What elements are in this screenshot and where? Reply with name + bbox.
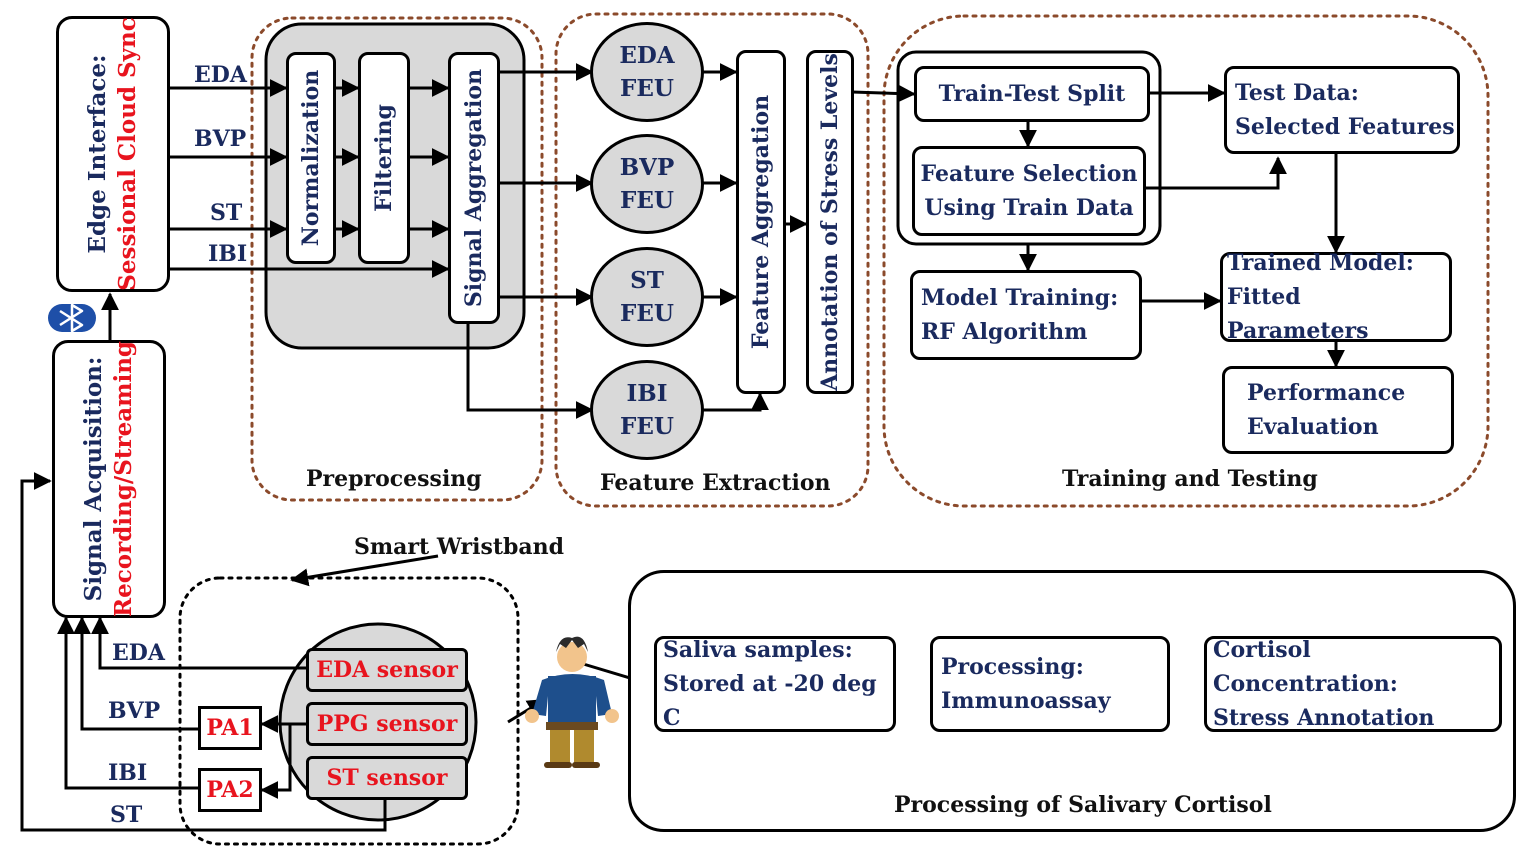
feu-name: EDA: [619, 42, 675, 69]
eda-sensor-box: EDA sensor: [306, 648, 468, 692]
feature-selection-line1: Feature Selection: [920, 161, 1138, 187]
wrist-label-ibi: IBI: [108, 760, 148, 786]
filtering-block: Filtering: [358, 52, 410, 264]
bluetooth-icon: [48, 303, 96, 333]
feu-unit: FEU: [620, 300, 674, 327]
feu-circle-bvp: BVP FEU: [590, 134, 704, 234]
signal-label-ibi: IBI: [208, 241, 248, 267]
test-data-line2: Selected Features: [1235, 114, 1455, 140]
feu-unit: FEU: [620, 413, 674, 440]
signal-aggregation-label: Signal Aggregation: [461, 68, 487, 308]
model-training-line1: Model Training:: [921, 285, 1119, 311]
pa1-box: PA1: [198, 706, 262, 750]
cortisol-caption: Processing of Salivary Cortisol: [894, 792, 1272, 818]
feu-circle-eda: EDA FEU: [590, 22, 704, 122]
preprocessing-caption: Preprocessing: [306, 466, 482, 492]
person-icon: [525, 636, 619, 768]
wrist-label-st: ST: [110, 802, 143, 828]
feu-unit: FEU: [620, 187, 674, 214]
immunoassay-line2: Immunoassay: [941, 688, 1111, 714]
edge-interface-box: Edge Interface: Sessional Cloud Sync: [56, 16, 170, 292]
cortisol-concentration-line2: Stress Annotation: [1213, 705, 1435, 731]
performance-evaluation-box: Performance Evaluation: [1222, 366, 1454, 454]
training-testing-caption: Training and Testing: [1062, 466, 1318, 492]
feature-aggregation-block: Feature Aggregation: [736, 50, 786, 394]
train-test-split-box: Train-Test Split: [914, 66, 1150, 122]
pa2-label: PA2: [206, 777, 254, 803]
feu-name: BVP: [619, 154, 675, 181]
trained-model-line2: Fitted Parameters: [1227, 284, 1369, 344]
stress-annotation-block: Annotation of Stress Levels: [806, 50, 854, 394]
feature-selection-line2: Using Train Data: [924, 195, 1134, 221]
performance-evaluation-line1: Performance: [1247, 380, 1406, 406]
cortisol-concentration-box: Cortisol Concentration: Stress Annotatio…: [1204, 636, 1502, 732]
signal-label-eda: EDA: [194, 62, 247, 88]
st-sensor-label: ST sensor: [326, 765, 448, 791]
smart-wristband-region: [178, 576, 520, 846]
feu-name: IBI: [626, 380, 668, 407]
ppg-sensor-label: PPG sensor: [316, 711, 458, 737]
feature-extraction-caption: Feature Extraction: [600, 470, 831, 496]
model-training-line2: RF Algorithm: [921, 319, 1088, 345]
feu-circle-st: ST FEU: [590, 247, 704, 347]
signal-acquisition-title: Signal Acquisition:: [80, 356, 107, 602]
smart-wristband-caption: Smart Wristband: [354, 534, 565, 560]
edge-interface-title: Edge Interface:: [84, 54, 111, 254]
filtering-label: Filtering: [371, 104, 397, 212]
feature-extraction-region: [554, 12, 870, 508]
wrist-label-eda: EDA: [112, 640, 165, 666]
pa2-box: PA2: [198, 768, 262, 812]
edge-interface-subtitle: Sessional Cloud Sync: [114, 17, 141, 291]
signal-aggregation-block: Signal Aggregation: [448, 52, 500, 324]
signal-label-st: ST: [210, 200, 243, 226]
feu-name: ST: [630, 267, 664, 294]
wrist-label-bvp: BVP: [108, 698, 161, 724]
ppg-sensor-box: PPG sensor: [306, 702, 468, 746]
saliva-samples-box: Saliva samples: Stored at -20 deg C: [654, 636, 896, 732]
performance-evaluation-line2: Evaluation: [1247, 414, 1379, 440]
cortisol-concentration-line1: Cortisol Concentration:: [1213, 637, 1398, 697]
test-data-box: Test Data: Selected Features: [1224, 66, 1460, 154]
feature-selection-box: Feature Selection Using Train Data: [912, 146, 1146, 236]
eda-sensor-label: EDA sensor: [316, 657, 458, 683]
immunoassay-line1: Processing:: [941, 654, 1084, 680]
trained-model-line1: Trained Model:: [1227, 250, 1414, 276]
model-training-box: Model Training: RF Algorithm: [910, 270, 1142, 360]
feu-unit: FEU: [620, 75, 674, 102]
test-data-line1: Test Data:: [1235, 80, 1359, 106]
normalization-block: Normalization: [286, 52, 336, 264]
trained-model-box: Trained Model: Fitted Parameters: [1220, 250, 1452, 344]
pa1-label: PA1: [206, 715, 254, 741]
stress-annotation-label: Annotation of Stress Levels: [817, 53, 843, 391]
feu-circle-ibi: IBI FEU: [590, 360, 704, 460]
immunoassay-box: Processing: Immunoassay: [930, 636, 1170, 732]
training-testing-region: [882, 14, 1490, 508]
signal-acquisition-box: Signal Acquisition: Recording/Streaming: [52, 340, 166, 618]
signal-label-bvp: BVP: [194, 126, 247, 152]
signal-acquisition-subtitle: Recording/Streaming: [110, 341, 137, 617]
saliva-samples-line2: Stored at -20 deg C: [663, 671, 877, 731]
train-test-split-label: Train-Test Split: [938, 81, 1126, 107]
feature-aggregation-label: Feature Aggregation: [748, 94, 774, 350]
st-sensor-box: ST sensor: [306, 756, 468, 800]
normalization-label: Normalization: [298, 69, 324, 247]
saliva-samples-line1: Saliva samples:: [663, 637, 853, 663]
